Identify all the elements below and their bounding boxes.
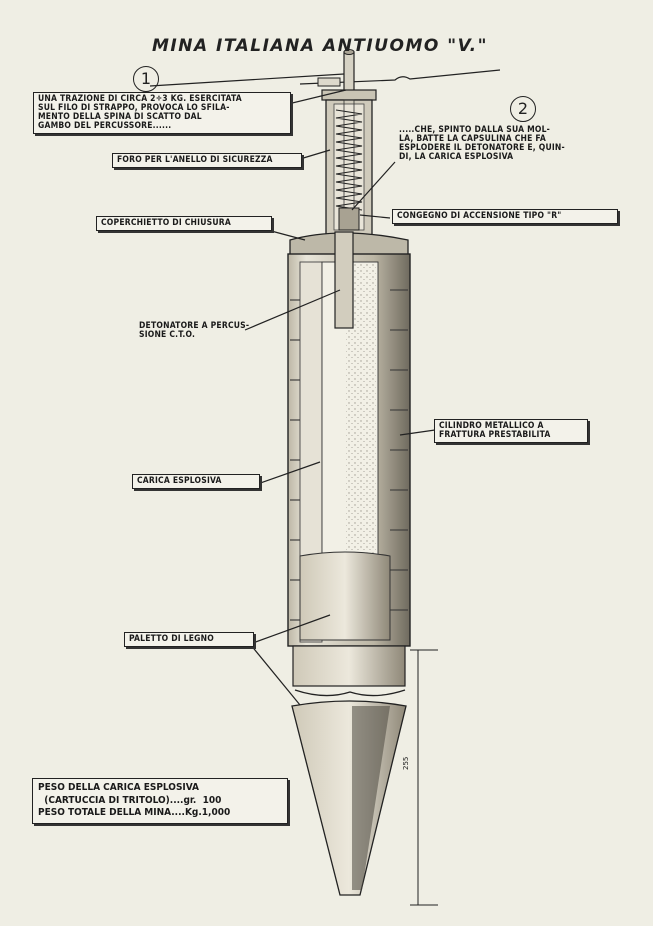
label-coperchietto: COPERCHIETTO DI CHIUSURA <box>96 216 272 231</box>
step-2-marker: 2 <box>510 96 536 122</box>
wooden-stake-point <box>291 700 407 896</box>
dimension-label: 255 <box>402 756 410 770</box>
label-trazione: UNA TRAZIONE DI CIRCA 2÷3 KG. ESERCITATA… <box>33 92 291 134</box>
weights-box: PESO DELLA CARICA ESPLOSIVA (CARTUCCIA D… <box>32 778 288 824</box>
striker-spring <box>335 109 363 211</box>
diagram-title: MINA ITALIANA ANTIUOMO "V." <box>152 36 488 56</box>
weight-line-2: (CARTUCCIA DI TRITOLO)....gr. 100 <box>38 794 222 806</box>
wooden-stake-top <box>299 551 391 641</box>
label-foro-anello: FORO PER L'ANELLO DI SICUREZZA <box>112 153 302 168</box>
trip-wire <box>299 69 501 85</box>
step-1-marker: 1 <box>133 66 159 92</box>
label-cilindro: CILINDRO METALLICO A FRATTURA PRESTABILI… <box>434 419 588 443</box>
label-detonatore: DETONATORE A PERCUS- SIONE C.T.O. <box>139 321 250 340</box>
label-molla: .....CHE, SPINTO DALLA SUA MOL- LA, BATT… <box>399 125 565 162</box>
label-paletto: PALETTO DI LEGNO <box>124 632 254 647</box>
safety-collar <box>321 89 377 101</box>
label-carica: CARICA ESPLOSIVA <box>132 474 260 489</box>
label-congegno: CONGEGNO DI ACCENSIONE TIPO "R" <box>392 209 618 224</box>
weight-line-1: PESO DELLA CARICA ESPLOSIVA <box>38 782 200 793</box>
detonator <box>334 231 354 329</box>
weight-line-3: PESO TOTALE DELLA MINA....Kg.1,000 <box>38 807 231 818</box>
